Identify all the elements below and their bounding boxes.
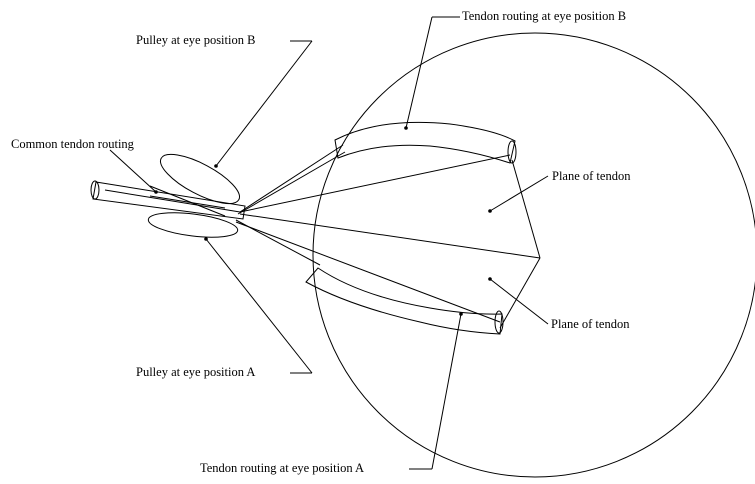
label-plane-of-tendon-lower: Plane of tendon <box>551 317 630 331</box>
eyeball-outline <box>312 32 755 478</box>
tendon-planes <box>499 159 541 329</box>
label-pulley-b: Pulley at eye position B <box>136 33 255 47</box>
label-tendon-routing-a: Tendon routing at eye position A <box>200 461 364 475</box>
common-tendon-end-cap <box>90 180 100 200</box>
label-tendon-routing-b: Tendon routing at eye position B <box>462 9 626 23</box>
leader-lines <box>109 16 549 470</box>
pulley-a <box>147 212 239 238</box>
pulley-b <box>160 153 240 205</box>
tendon-b-end-cap <box>507 140 517 164</box>
label-common-tendon-routing: Common tendon routing <box>11 137 135 151</box>
label-plane-of-tendon-upper: Plane of tendon <box>552 169 631 183</box>
common-tendon-routing <box>92 181 246 220</box>
tendon-lines <box>104 144 541 323</box>
tendon-routing-a <box>305 267 503 335</box>
tendon-routing-b <box>334 121 516 164</box>
label-pulley-a: Pulley at eye position A <box>136 365 255 379</box>
